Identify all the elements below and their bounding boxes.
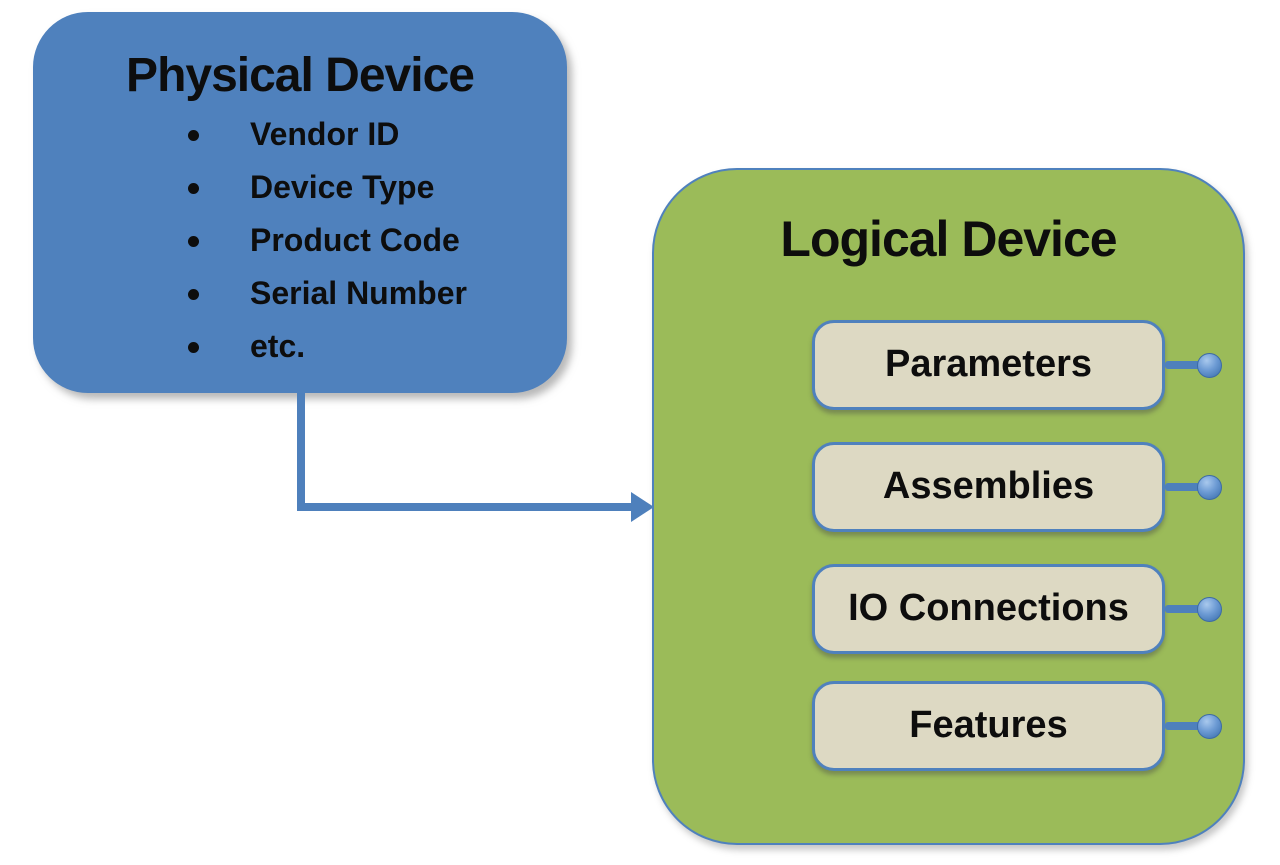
list-item: etc. bbox=[33, 320, 567, 373]
list-item: Device Type bbox=[33, 161, 567, 214]
logical-item-box: IO Connections bbox=[812, 564, 1165, 654]
attribute-label: Device Type bbox=[250, 169, 435, 205]
attribute-label: Serial Number bbox=[250, 275, 467, 311]
attribute-label: Vendor ID bbox=[250, 116, 400, 152]
bullet-icon bbox=[188, 235, 199, 247]
pin-connector-line bbox=[1165, 361, 1201, 369]
logical-item-row: Parameters bbox=[654, 320, 1243, 410]
logical-item-box: Features bbox=[812, 681, 1165, 771]
attribute-label: etc. bbox=[250, 328, 306, 364]
logical-item-row: Assemblies bbox=[654, 442, 1243, 532]
logical-device-title: Logical Device bbox=[780, 211, 1117, 267]
pin-connector-line bbox=[1165, 722, 1201, 730]
arrowhead-icon bbox=[631, 492, 654, 522]
list-item: Vendor ID bbox=[33, 108, 567, 161]
attribute-label: Product Code bbox=[250, 222, 460, 258]
pin-connector-line bbox=[1165, 483, 1201, 491]
bullet-icon bbox=[188, 341, 199, 353]
logical-device-box: Logical Device Parameters Assemblies IO … bbox=[652, 168, 1245, 845]
list-item: Serial Number bbox=[33, 267, 567, 320]
pin-circle-icon bbox=[1197, 353, 1222, 378]
connector-vertical-segment bbox=[297, 393, 305, 510]
bullet-icon bbox=[188, 182, 199, 194]
logical-item-box: Parameters bbox=[812, 320, 1165, 410]
pin-circle-icon bbox=[1197, 475, 1222, 500]
pin-connector-line bbox=[1165, 605, 1201, 613]
logical-item-box: Assemblies bbox=[812, 442, 1165, 532]
logical-item-row: Features bbox=[654, 681, 1243, 771]
physical-device-box: Physical Device Vendor ID Device Type Pr… bbox=[33, 12, 567, 393]
physical-device-attribute-list: Vendor ID Device Type Product Code Seria… bbox=[33, 108, 567, 373]
bullet-icon bbox=[188, 129, 199, 141]
list-item: Product Code bbox=[33, 214, 567, 267]
bullet-icon bbox=[188, 288, 199, 300]
connector-horizontal-segment bbox=[297, 503, 633, 511]
pin-circle-icon bbox=[1197, 597, 1222, 622]
physical-device-title: Physical Device bbox=[126, 49, 475, 102]
pin-circle-icon bbox=[1197, 714, 1222, 739]
logical-item-row: IO Connections bbox=[654, 564, 1243, 654]
